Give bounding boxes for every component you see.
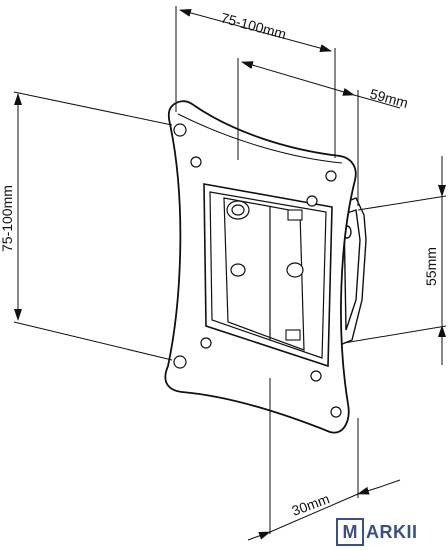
dim-depth-bottom — [247, 378, 401, 541]
dim-depth-top — [237, 58, 401, 206]
dim-height-right-label: 55mm — [423, 247, 439, 286]
screw-hole-icon — [310, 370, 322, 382]
dim-depth-top-label: 59mm — [368, 85, 410, 111]
tilt-knob-icon — [226, 200, 250, 220]
plate-inner-edge — [177, 113, 343, 164]
screw-hole-icon — [173, 355, 187, 369]
brand-logo: M ARKII — [336, 514, 448, 550]
dim-vesa-vertical — [13, 91, 173, 361]
vesa-plate — [164, 100, 357, 434]
screw-hole-icon — [190, 156, 202, 168]
locking-knob-icon — [230, 262, 304, 278]
dim-height-right — [343, 156, 447, 365]
screw-hole-icon — [325, 170, 337, 182]
dim-vesa-vertical-label: 75-100mm — [0, 185, 15, 252]
screw-hole-icon — [200, 337, 212, 349]
logo-text: ARKII — [366, 521, 418, 542]
screw-hole-icon — [173, 123, 187, 137]
screw-hole-icon — [306, 195, 318, 207]
screw-holes — [173, 123, 342, 418]
dim-vesa-horizontal-label: 75-100mm — [219, 9, 288, 42]
logo-letter-box: M — [336, 518, 364, 546]
screw-hole-icon — [330, 406, 342, 418]
